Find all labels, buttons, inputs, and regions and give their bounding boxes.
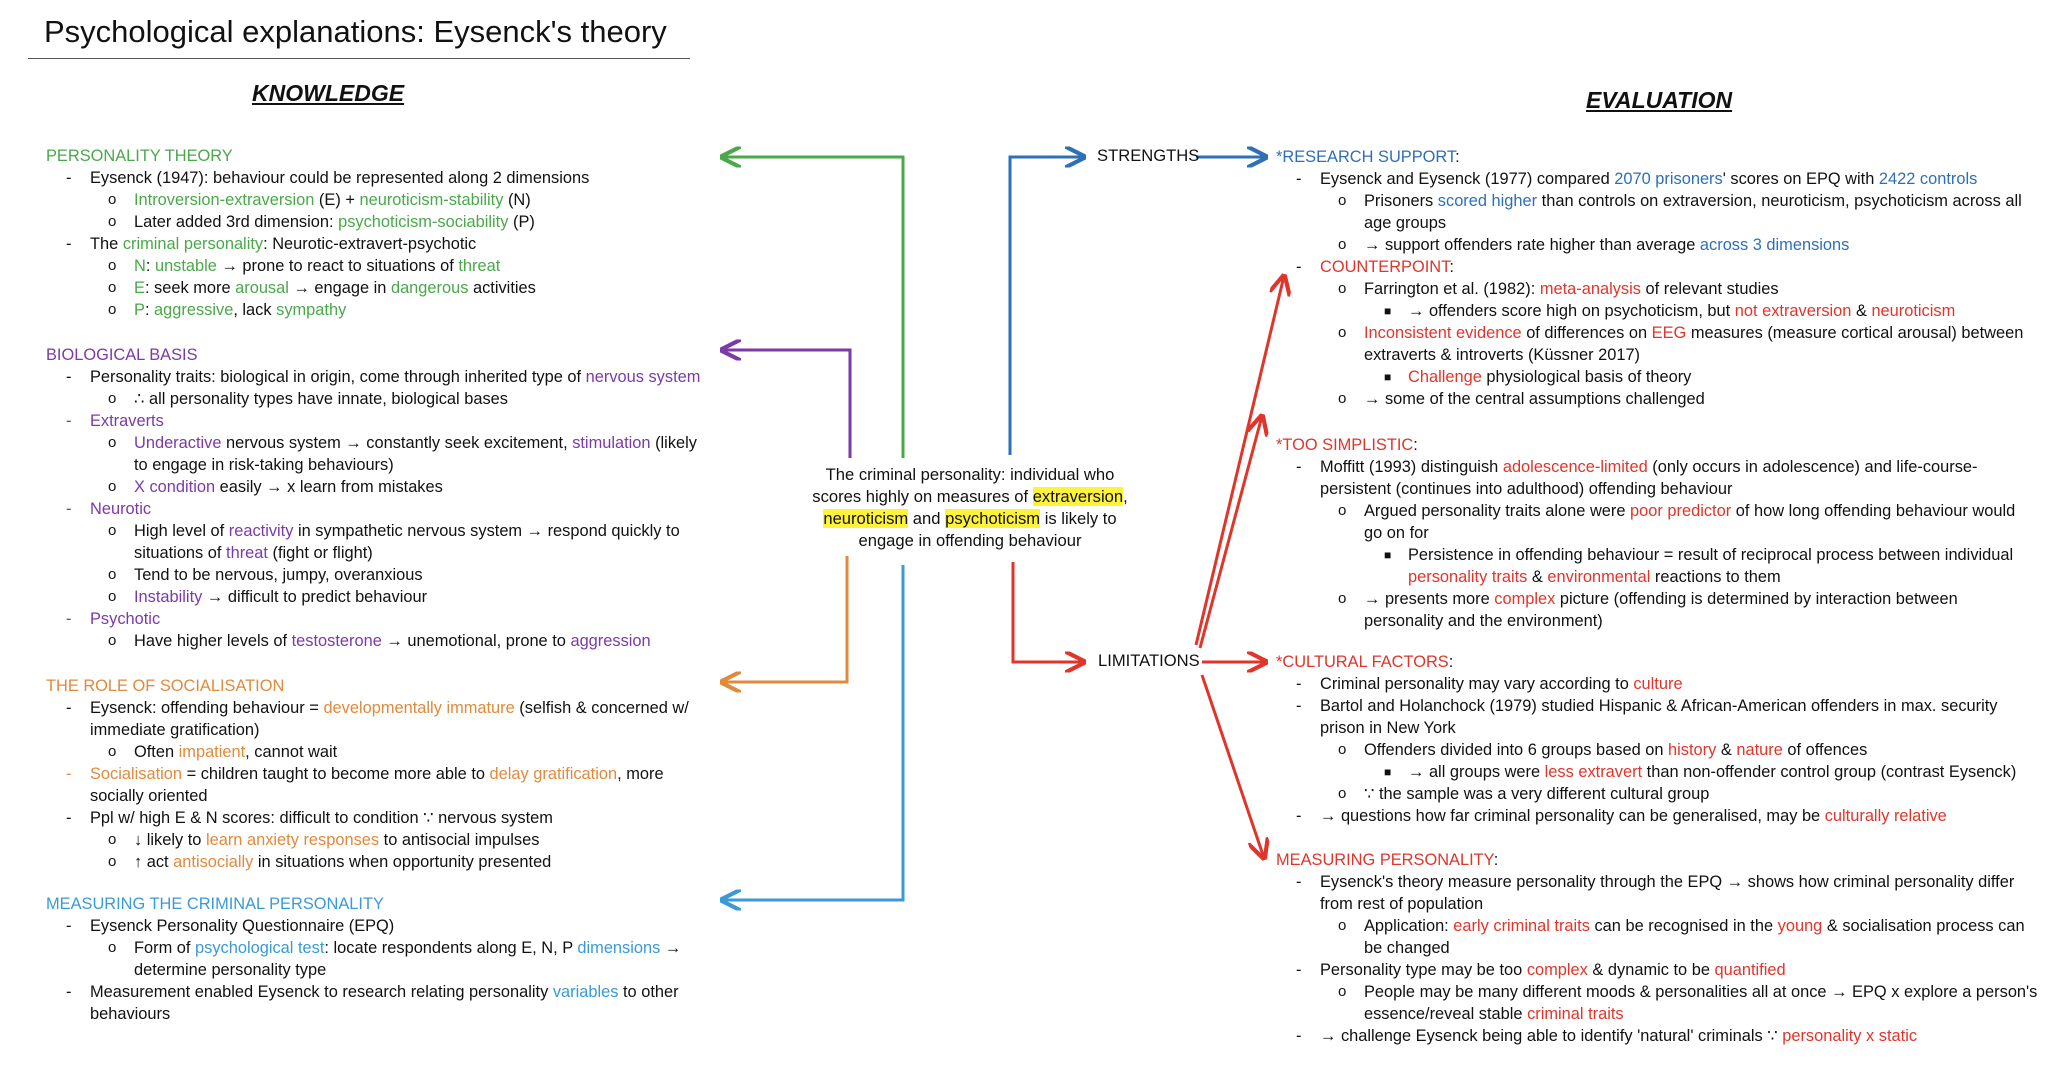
measuring-criminal-personality-section: MEASURING THE CRIMINAL PERSONALITY -Eyse… bbox=[46, 895, 682, 1023]
evaluation-heading: EVALUATION bbox=[1586, 87, 1733, 113]
strengths-node: STRENGTHS bbox=[1097, 146, 1200, 165]
measuring-personality-section: MEASURING PERSONALITY: -Eysenck's theory… bbox=[1276, 851, 2038, 1045]
too-simplistic-section: *TOO SIMPLISTIC: -Moffitt (1993) disting… bbox=[1276, 436, 2016, 630]
arrow-to-strengths bbox=[1008, 157, 1084, 455]
arrow-limitations-to-simplistic bbox=[1198, 416, 1262, 649]
socialisation-heading: THE ROLE OF SOCIALISATION bbox=[46, 677, 285, 695]
measuring-personality-heading: MEASURING PERSONALITY bbox=[1276, 851, 1494, 869]
socialisation-section: THE ROLE OF SOCIALISATION -Eysenck: offe… bbox=[46, 677, 689, 871]
arrow-to-socialisation bbox=[722, 556, 849, 682]
biological-basis-section: BIOLOGICAL BASIS -Personality traits: bi… bbox=[46, 346, 701, 650]
central-definition: The criminal personality: individual who… bbox=[812, 465, 1128, 550]
cultural-factors-heading: *CULTURAL FACTORS bbox=[1276, 653, 1449, 671]
arrow-to-measuring bbox=[722, 565, 905, 900]
too-simplistic-heading: *TOO SIMPLISTIC bbox=[1276, 436, 1414, 454]
arrow-limitations-to-counterpoint bbox=[1194, 276, 1284, 646]
research-support-heading: *RESEARCH SUPPORT bbox=[1276, 148, 1456, 166]
personality-theory-heading: PERSONALITY THEORY bbox=[46, 147, 233, 165]
page-title: Psychological explanations: Eysenck's th… bbox=[44, 14, 667, 49]
knowledge-heading: KNOWLEDGE bbox=[252, 80, 405, 106]
arrow-to-limitations bbox=[1011, 562, 1084, 662]
arrow-limitations-to-measuring bbox=[1200, 674, 1264, 858]
personality-theory-section: PERSONALITY THEORY -Eysenck (1947): beha… bbox=[46, 147, 590, 319]
highlight-psychoticism: psychoticism bbox=[945, 509, 1041, 528]
highlight-neuroticism: neuroticism bbox=[823, 509, 909, 528]
biological-basis-heading: BIOLOGICAL BASIS bbox=[46, 346, 198, 364]
highlight-extraversion: extraversion bbox=[1032, 487, 1124, 506]
counterpoint-heading: COUNTERPOINT bbox=[1320, 258, 1450, 276]
title-underline bbox=[28, 58, 690, 59]
arrow-to-personality-theory bbox=[722, 157, 905, 458]
cultural-factors-section: *CULTURAL FACTORS: -Criminal personality… bbox=[1276, 653, 2017, 825]
measuring-criminal-personality-heading: MEASURING THE CRIMINAL PERSONALITY bbox=[46, 895, 384, 913]
research-support-section: *RESEARCH SUPPORT: -Eysenck and Eysenck … bbox=[1276, 148, 2022, 254]
limitations-node: LIMITATIONS bbox=[1098, 651, 1200, 670]
arrow-to-biological-basis bbox=[722, 350, 852, 458]
